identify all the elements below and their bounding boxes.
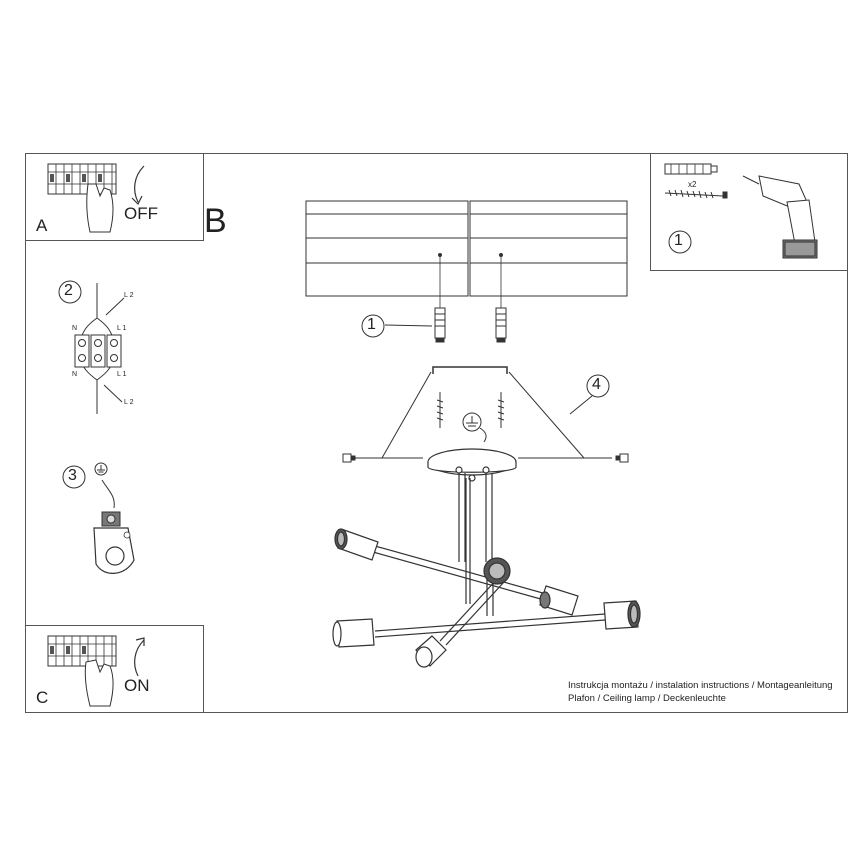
plug-quantity-label: x2 bbox=[688, 180, 697, 189]
panel-c-power-on: C ON bbox=[25, 625, 204, 713]
wall-plug-pair bbox=[434, 307, 507, 343]
panel-c-on-label: ON bbox=[124, 676, 150, 695]
mounting-bracket bbox=[432, 366, 508, 374]
terminal-l2-top: L 2 bbox=[124, 292, 134, 299]
instruction-sheet-frame bbox=[25, 153, 848, 713]
terminal-n-bottom: N bbox=[72, 371, 78, 378]
terminal-l1-top: L 1 bbox=[117, 325, 127, 332]
bracket-screws bbox=[436, 392, 505, 428]
bulb-socket-left-upper bbox=[334, 528, 379, 561]
tools-step-number: 1 bbox=[674, 232, 683, 249]
terminal-l1-bottom: L 1 bbox=[117, 371, 127, 378]
ceiling-panel bbox=[305, 200, 628, 297]
callout-screws-number: 1 bbox=[367, 316, 376, 333]
wall-plug-icon bbox=[664, 163, 718, 175]
breaker-switch-off-illustration bbox=[47, 163, 145, 233]
breaker-switch-on-illustration bbox=[47, 635, 145, 707]
earth-step-number: 3 bbox=[68, 467, 77, 484]
bulb-socket-right bbox=[603, 600, 641, 630]
bulb-socket-bottom bbox=[415, 635, 447, 668]
panel-a-letter: A bbox=[36, 216, 48, 235]
bulb-socket-left-lower bbox=[332, 618, 375, 648]
lamp-arms bbox=[372, 545, 606, 646]
terminal-n-top: N bbox=[72, 325, 78, 332]
panel-a-off-label: OFF bbox=[124, 204, 158, 223]
callout-bracket-number: 4 bbox=[592, 376, 601, 393]
panel-c-letter: C bbox=[36, 688, 49, 707]
bulb-socket-center bbox=[483, 557, 511, 585]
instruction-caption: Instrukcja montażu / instalation instruc… bbox=[568, 679, 833, 705]
ground-symbol-icon bbox=[462, 412, 487, 443]
bulb-socket-right-back bbox=[539, 585, 579, 616]
wiring-step-number: 2 bbox=[64, 282, 73, 299]
terminal-l2-bottom: L 2 bbox=[124, 399, 134, 406]
caption-line-2: Plafon / Ceiling lamp / Deckenleuchte bbox=[568, 693, 726, 704]
screw-icon bbox=[664, 189, 728, 199]
panel-tools: x2 1 bbox=[650, 153, 848, 271]
panel-b-letter: B bbox=[204, 202, 227, 240]
lamp-rods bbox=[458, 473, 494, 616]
tools-illustration bbox=[664, 163, 818, 259]
caption-line-1: Instrukcja montażu / instalation instruc… bbox=[568, 680, 833, 691]
ground-symbol-icon bbox=[94, 462, 108, 476]
canopy bbox=[427, 448, 517, 482]
side-screws bbox=[342, 453, 629, 463]
panel-a-power-off: A OFF bbox=[25, 153, 204, 241]
drill-icon bbox=[742, 175, 818, 259]
